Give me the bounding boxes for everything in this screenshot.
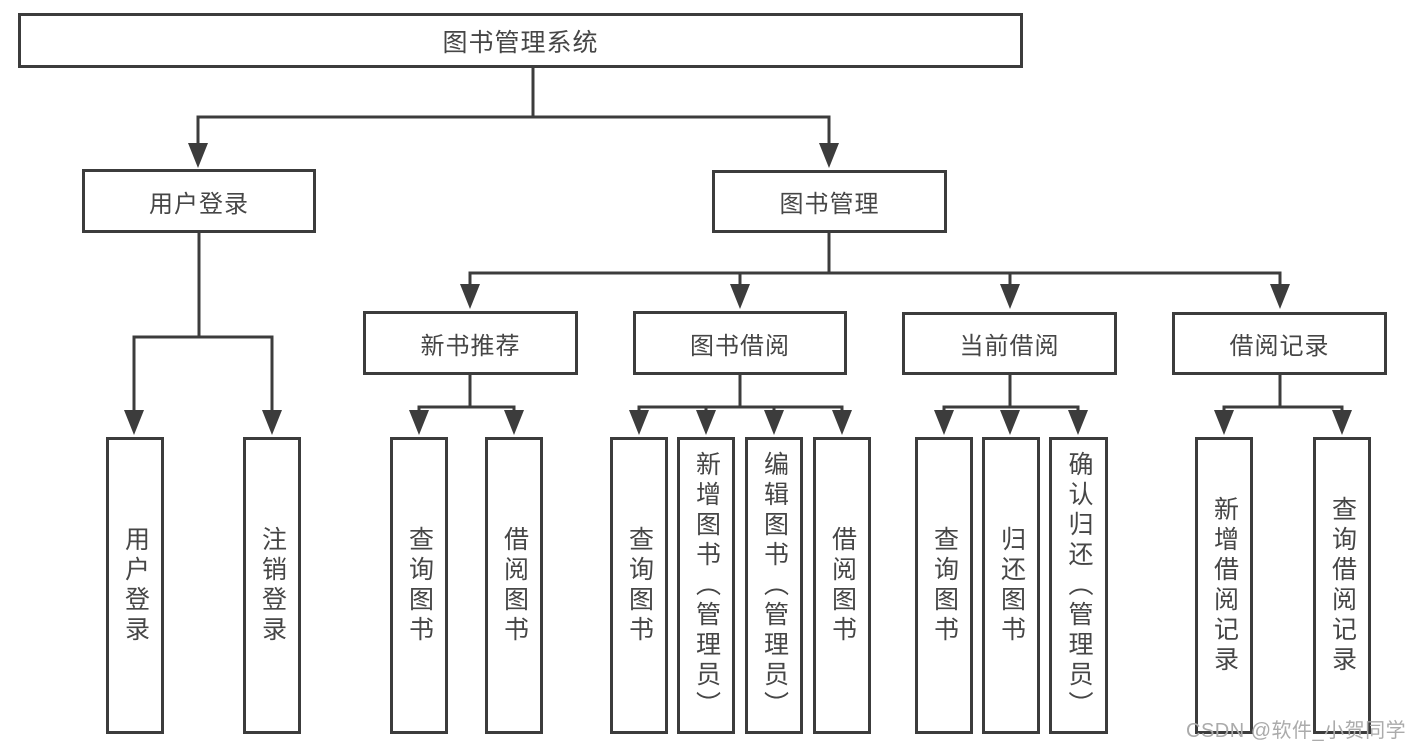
leaf-label: 编辑图书（管理员） [760, 450, 789, 721]
leaf-label: 查询图书 [405, 525, 434, 646]
leaf-label: 用户登录 [121, 525, 150, 646]
leaf-recommend-borrow-books: 借阅图书 [485, 437, 543, 734]
leaf-borrow-query-books: 查询图书 [610, 437, 668, 734]
leaf-records-add-record: 新增借阅记录 [1195, 437, 1253, 734]
leaf-label: 借阅图书 [828, 525, 857, 646]
leaf-borrow-add-books-admin: 新增图书（管理员） [677, 437, 735, 734]
leaf-recommend-query-books: 查询图书 [390, 437, 448, 734]
leaf-current-query-books: 查询图书 [915, 437, 973, 734]
node-book-borrowing: 图书借阅 [633, 311, 847, 375]
node-borrowing-records: 借阅记录 [1172, 312, 1387, 375]
leaf-label: 新增借阅记录 [1210, 495, 1239, 676]
leaf-borrow-edit-books-admin: 编辑图书（管理员） [745, 437, 803, 734]
leaf-label: 借阅图书 [500, 525, 529, 646]
leaf-label: 新增图书（管理员） [692, 450, 721, 721]
node-new-book-recommendation: 新书推荐 [363, 311, 578, 375]
leaf-label: 注销登录 [258, 525, 287, 646]
leaf-label: 确认归还（管理员） [1065, 450, 1093, 721]
arrowheads [124, 143, 1352, 435]
node-book-management: 图书管理 [712, 170, 947, 233]
leaf-label: 归还图书 [997, 525, 1026, 646]
leaf-label: 查询借阅记录 [1328, 495, 1357, 676]
node-current-borrowing: 当前借阅 [902, 312, 1117, 375]
leaf-borrow-borrow-books: 借阅图书 [813, 437, 871, 734]
leaf-label: 查询图书 [625, 525, 654, 646]
leaf-label: 查询图书 [930, 525, 959, 646]
leaf-records-query-record: 查询借阅记录 [1313, 437, 1371, 734]
leaf-logout: 注销登录 [243, 437, 301, 734]
node-library-system: 图书管理系统 [18, 13, 1023, 68]
leaf-current-return-books: 归还图书 [982, 437, 1040, 734]
node-user-login: 用户登录 [82, 169, 316, 233]
leaf-user-login: 用户登录 [106, 437, 164, 734]
leaf-current-confirm-return-admin: 确认归还（管理员） [1049, 437, 1108, 734]
watermark-text: CSDN @软件_小贺同学 [1186, 720, 1405, 742]
